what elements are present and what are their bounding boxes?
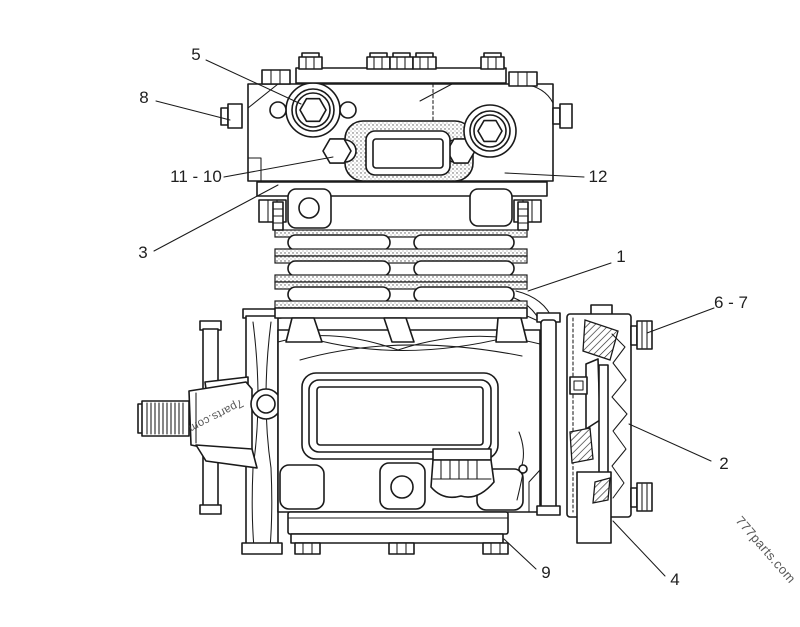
mounting-feet [294, 542, 509, 555]
drive-flange-assembly [423, 290, 653, 544]
leader-line [153, 184, 279, 252]
inspection-cover-inner [316, 386, 484, 446]
callout-12: 12 [504, 167, 608, 186]
callout-6-7: 6 - 7 [646, 293, 748, 334]
callout-label: 2 [719, 454, 728, 473]
leader-line [628, 423, 712, 462]
watermark-bottom-right: 777parts.com [733, 513, 799, 586]
head-port-small-left [269, 101, 287, 119]
callout-label: 8 [139, 88, 148, 107]
thread-hatching [146, 402, 184, 435]
unloader-valve-assembly [137, 376, 258, 469]
valve-plate [256, 181, 548, 231]
inlet-port-gasket [322, 120, 476, 182]
callout-label: 6 - 7 [714, 293, 748, 312]
cylinder-head [220, 82, 573, 182]
head-side-bolt-right [552, 103, 573, 129]
top-bolt [389, 52, 414, 70]
top-bolt [508, 71, 538, 87]
leader-line [155, 100, 231, 121]
callout-label: 4 [670, 570, 679, 589]
callout-label: 3 [138, 243, 147, 262]
vent-pin [516, 431, 528, 501]
head-port-small-right [339, 101, 357, 119]
callout-5: 5 [191, 45, 302, 105]
top-bolt [480, 52, 505, 70]
callout-1: 1 [527, 247, 626, 292]
leader-line [223, 156, 334, 178]
drive-gear [569, 319, 628, 499]
flange-bolt-top [630, 320, 653, 350]
cooling-fins [274, 229, 528, 343]
crankshaft-hub [250, 388, 282, 420]
callout-label: 11 - 10 [170, 167, 222, 186]
callout-label: 12 [589, 167, 608, 186]
callout-4: 4 [612, 520, 680, 589]
top-bolt [261, 69, 291, 85]
leader-line [503, 538, 537, 570]
base-plate [287, 511, 509, 555]
top-bolt [366, 52, 391, 70]
callout-3: 3 [138, 184, 279, 262]
callout-label: 1 [616, 247, 625, 266]
leader-line [205, 59, 302, 105]
leader-line [646, 307, 715, 334]
hex-plug-left [285, 82, 341, 138]
callout-label: 5 [191, 45, 200, 64]
crankcase-body [277, 329, 541, 513]
leader-line [612, 520, 666, 577]
hex-plug-right [463, 104, 517, 158]
callouts: 5 8 11 - 10 3 12 1 6 - 7 2 [138, 45, 748, 589]
callout-11-10: 11 - 10 [170, 156, 334, 186]
leader-line [527, 262, 612, 292]
callout-8: 8 [139, 88, 231, 121]
top-bolt [298, 52, 323, 70]
callout-9: 9 [503, 538, 551, 582]
head-side-bolt-left [220, 103, 243, 129]
top-bolt [412, 52, 437, 70]
boss-pad-left [279, 464, 325, 510]
callout-label: 9 [541, 563, 550, 582]
head-top-plate [261, 52, 538, 87]
governor-valve [430, 448, 495, 499]
callout-2: 2 [628, 423, 729, 473]
watermark-text: 777parts.com [733, 513, 799, 586]
flange-bolt-bottom [630, 482, 653, 512]
leader-line [504, 172, 585, 178]
